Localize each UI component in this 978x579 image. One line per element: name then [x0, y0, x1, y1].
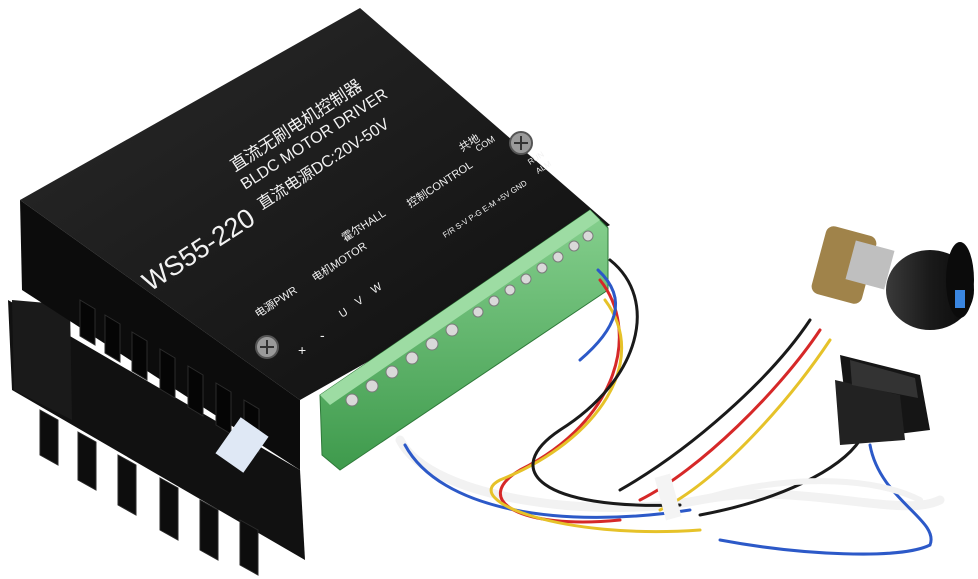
- heatsink: [8, 300, 305, 576]
- mounting-screw-bottom: [255, 335, 279, 359]
- minus-label: -: [320, 327, 325, 343]
- plus-label: +: [298, 342, 306, 358]
- mounting-screw-top: [509, 131, 533, 155]
- vent-slots: [79, 299, 260, 453]
- terminal-block: [319, 209, 609, 471]
- wire-harness: [395, 258, 945, 556]
- terminal-screws: [345, 230, 594, 407]
- warranty-sticker: [215, 417, 269, 473]
- speed-knob[interactable]: [886, 242, 974, 330]
- speed-potentiometer: [811, 226, 895, 304]
- cable-tie: [654, 473, 682, 521]
- rocker-switch[interactable]: [835, 355, 930, 445]
